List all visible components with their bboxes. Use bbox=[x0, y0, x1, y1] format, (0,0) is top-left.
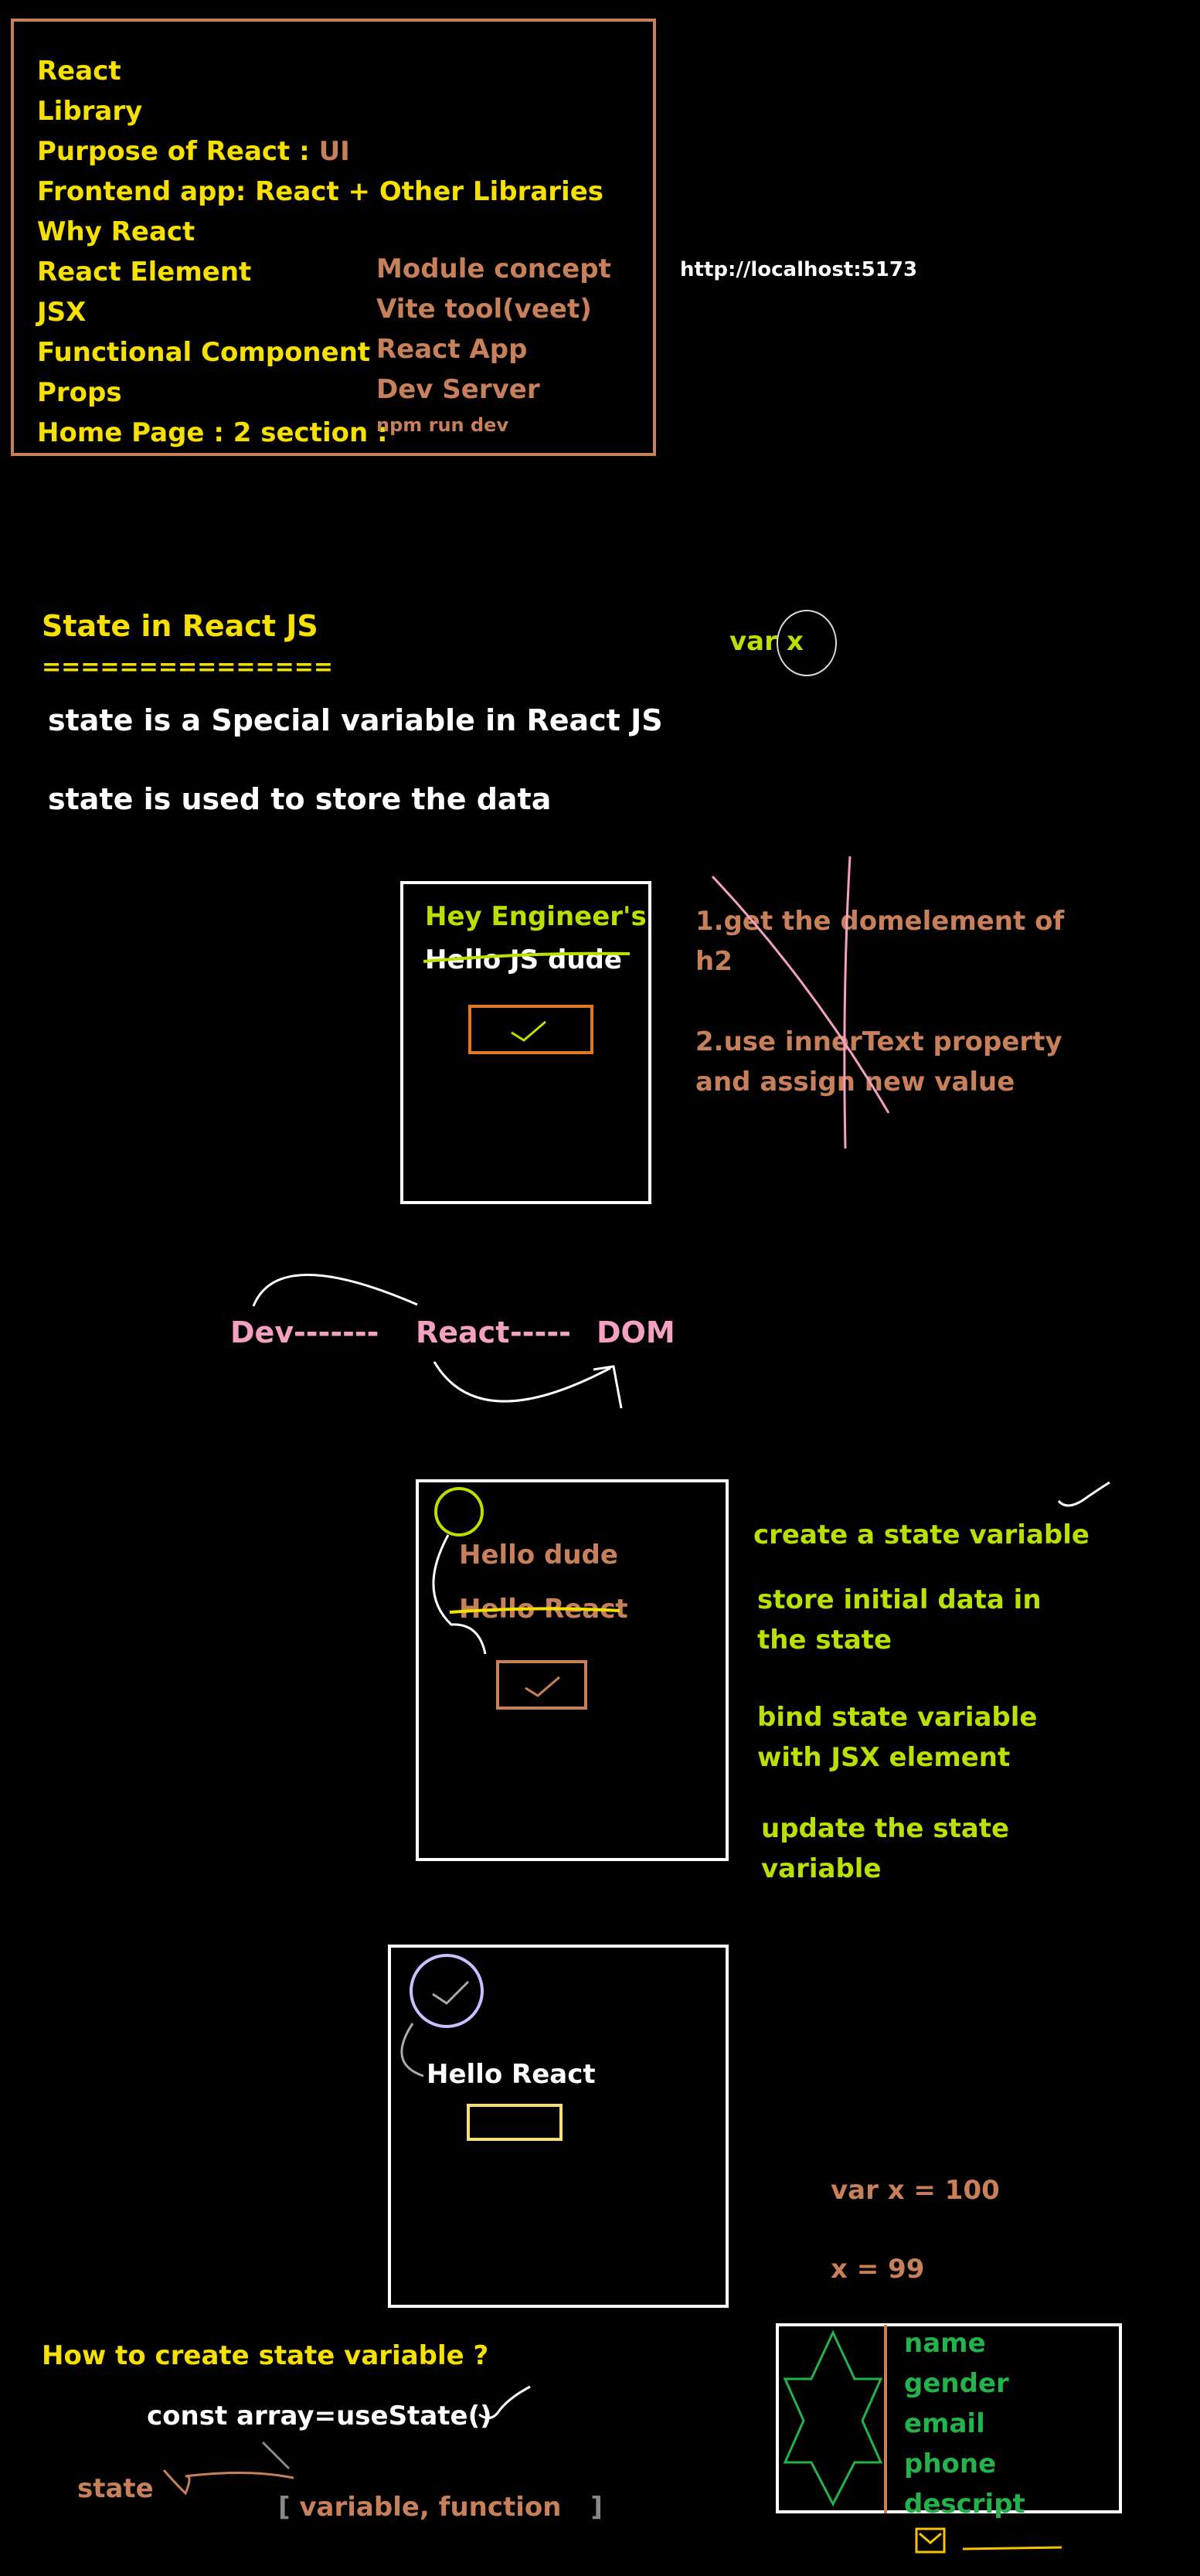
form-submit-icon bbox=[915, 2527, 946, 2554]
state-step-update-b: variable bbox=[761, 1853, 882, 1884]
dom-steps-cross-2 bbox=[843, 856, 852, 1149]
state-step-store-a: store initial data in bbox=[757, 1584, 1042, 1615]
state-def-line2: state is used to store the data bbox=[48, 782, 552, 816]
flow-react: React bbox=[416, 1315, 510, 1349]
var-x-circle bbox=[777, 610, 837, 676]
destructure-items: variable, function bbox=[299, 2492, 562, 2523]
mock2-strike bbox=[449, 1607, 620, 1614]
state-underline: =============== bbox=[42, 654, 334, 681]
state-step-bind-a: bind state variable bbox=[757, 1702, 1038, 1733]
form-field-name: name bbox=[904, 2328, 986, 2359]
mock3-button bbox=[467, 2104, 563, 2141]
mock2-new-text: Hello dude bbox=[459, 1540, 618, 1570]
state-step-bind-b: with JSX element bbox=[757, 1742, 1011, 1773]
topic-frontend: Frontend app: React + Other Libraries bbox=[37, 176, 603, 207]
topic-react-app: React App bbox=[376, 334, 528, 365]
state-def-line1: state is a Special variable in React JS bbox=[48, 703, 663, 737]
form-submit-check bbox=[919, 2532, 942, 2544]
mock3-circle bbox=[410, 1954, 484, 2028]
topic-props: Props bbox=[37, 377, 122, 408]
mock2-link-line bbox=[432, 1534, 487, 1655]
topic-react: React bbox=[37, 56, 121, 87]
dom-step2a: 2.use innerText property bbox=[695, 1026, 1062, 1057]
topic-purpose: Purpose of React : UI bbox=[37, 136, 350, 167]
topics-box bbox=[11, 19, 656, 456]
form-field-email: email bbox=[904, 2408, 985, 2439]
mock1-strike bbox=[423, 951, 631, 963]
topic-jsx: JSX bbox=[37, 297, 87, 328]
mock3-text: Hello React bbox=[427, 2059, 596, 2090]
npm-command: npm run dev bbox=[376, 414, 509, 436]
flow-dom: DOM bbox=[597, 1315, 675, 1349]
topic-ui: UI bbox=[318, 136, 350, 167]
topic-module: Module concept bbox=[376, 254, 611, 284]
state-bracket-link bbox=[162, 2469, 294, 2496]
dom-steps-cross-1 bbox=[711, 875, 890, 1114]
form-star-icon bbox=[783, 2329, 883, 2507]
tick-mark bbox=[1057, 1481, 1110, 1507]
dom-step1a: 1.get the domelement of bbox=[695, 906, 1065, 937]
phone-mock-2 bbox=[416, 1479, 729, 1861]
mock2-check-icon bbox=[525, 1676, 560, 1697]
destructure-line: [ variable, function ] bbox=[278, 2492, 603, 2523]
topic-vite: Vite tool(veet) bbox=[376, 294, 592, 325]
mock2-circle bbox=[434, 1487, 484, 1536]
state-step-store-b: the state bbox=[757, 1625, 892, 1656]
flow-dev: Dev bbox=[230, 1315, 294, 1349]
state-label: state bbox=[77, 2473, 154, 2504]
state-step-create: create a state variable bbox=[753, 1519, 1090, 1550]
var-assignment: x = 99 bbox=[831, 2254, 925, 2285]
topic-purpose-label: Purpose of React : bbox=[37, 136, 310, 167]
localhost-url: http://localhost:5173 bbox=[680, 258, 918, 281]
state-step-update-a: update the state bbox=[761, 1813, 1010, 1844]
flow-arrow-head bbox=[593, 1365, 623, 1409]
form-field-gender: gender bbox=[904, 2368, 1009, 2399]
form-sketch bbox=[776, 2323, 1122, 2513]
topic-library: Library bbox=[37, 96, 143, 127]
topic-home: Home Page : 2 section : bbox=[37, 417, 388, 448]
flow-arc-top bbox=[252, 1274, 418, 1307]
phone-mock-3 bbox=[388, 1945, 729, 2308]
var-declaration: var x = 100 bbox=[831, 2175, 1000, 2206]
topic-element: React Element bbox=[37, 257, 252, 288]
dom-step2b: and assign new value bbox=[695, 1067, 1015, 1097]
mock1-new-text: Hey Engineer's bbox=[425, 901, 647, 932]
usestate-pointer bbox=[261, 2441, 291, 2470]
form-underline bbox=[962, 2546, 1062, 2550]
mock1-button bbox=[468, 1005, 593, 1054]
usestate-code: const array=useState() bbox=[147, 2401, 492, 2431]
var-name: x bbox=[787, 626, 804, 657]
bracket-close: ] bbox=[590, 2492, 603, 2523]
bracket-open: [ bbox=[278, 2492, 291, 2523]
howto-question: How to create state variable ? bbox=[42, 2340, 489, 2371]
topic-why: Why React bbox=[37, 216, 195, 247]
phone-mock-1 bbox=[400, 881, 651, 1204]
state-heading: State in React JS bbox=[42, 609, 318, 643]
topic-dev-server: Dev Server bbox=[376, 374, 540, 405]
form-field-phone: phone bbox=[904, 2448, 997, 2479]
mock1-check-icon bbox=[511, 1020, 546, 1042]
topic-functional: Functional Component bbox=[37, 337, 371, 368]
mock3-check-icon bbox=[432, 1980, 470, 2005]
flow-arc-bottom bbox=[433, 1361, 611, 1403]
mock3-link-line bbox=[400, 2023, 424, 2077]
flow-dash2: ----- bbox=[510, 1315, 571, 1349]
dom-step1b: h2 bbox=[695, 946, 733, 977]
var-label: var bbox=[729, 626, 777, 657]
usestate-tick bbox=[478, 2385, 531, 2419]
mock2-button bbox=[496, 1660, 587, 1710]
form-field-descript: descript bbox=[904, 2489, 1025, 2520]
flow-dash1: ------- bbox=[294, 1315, 379, 1349]
